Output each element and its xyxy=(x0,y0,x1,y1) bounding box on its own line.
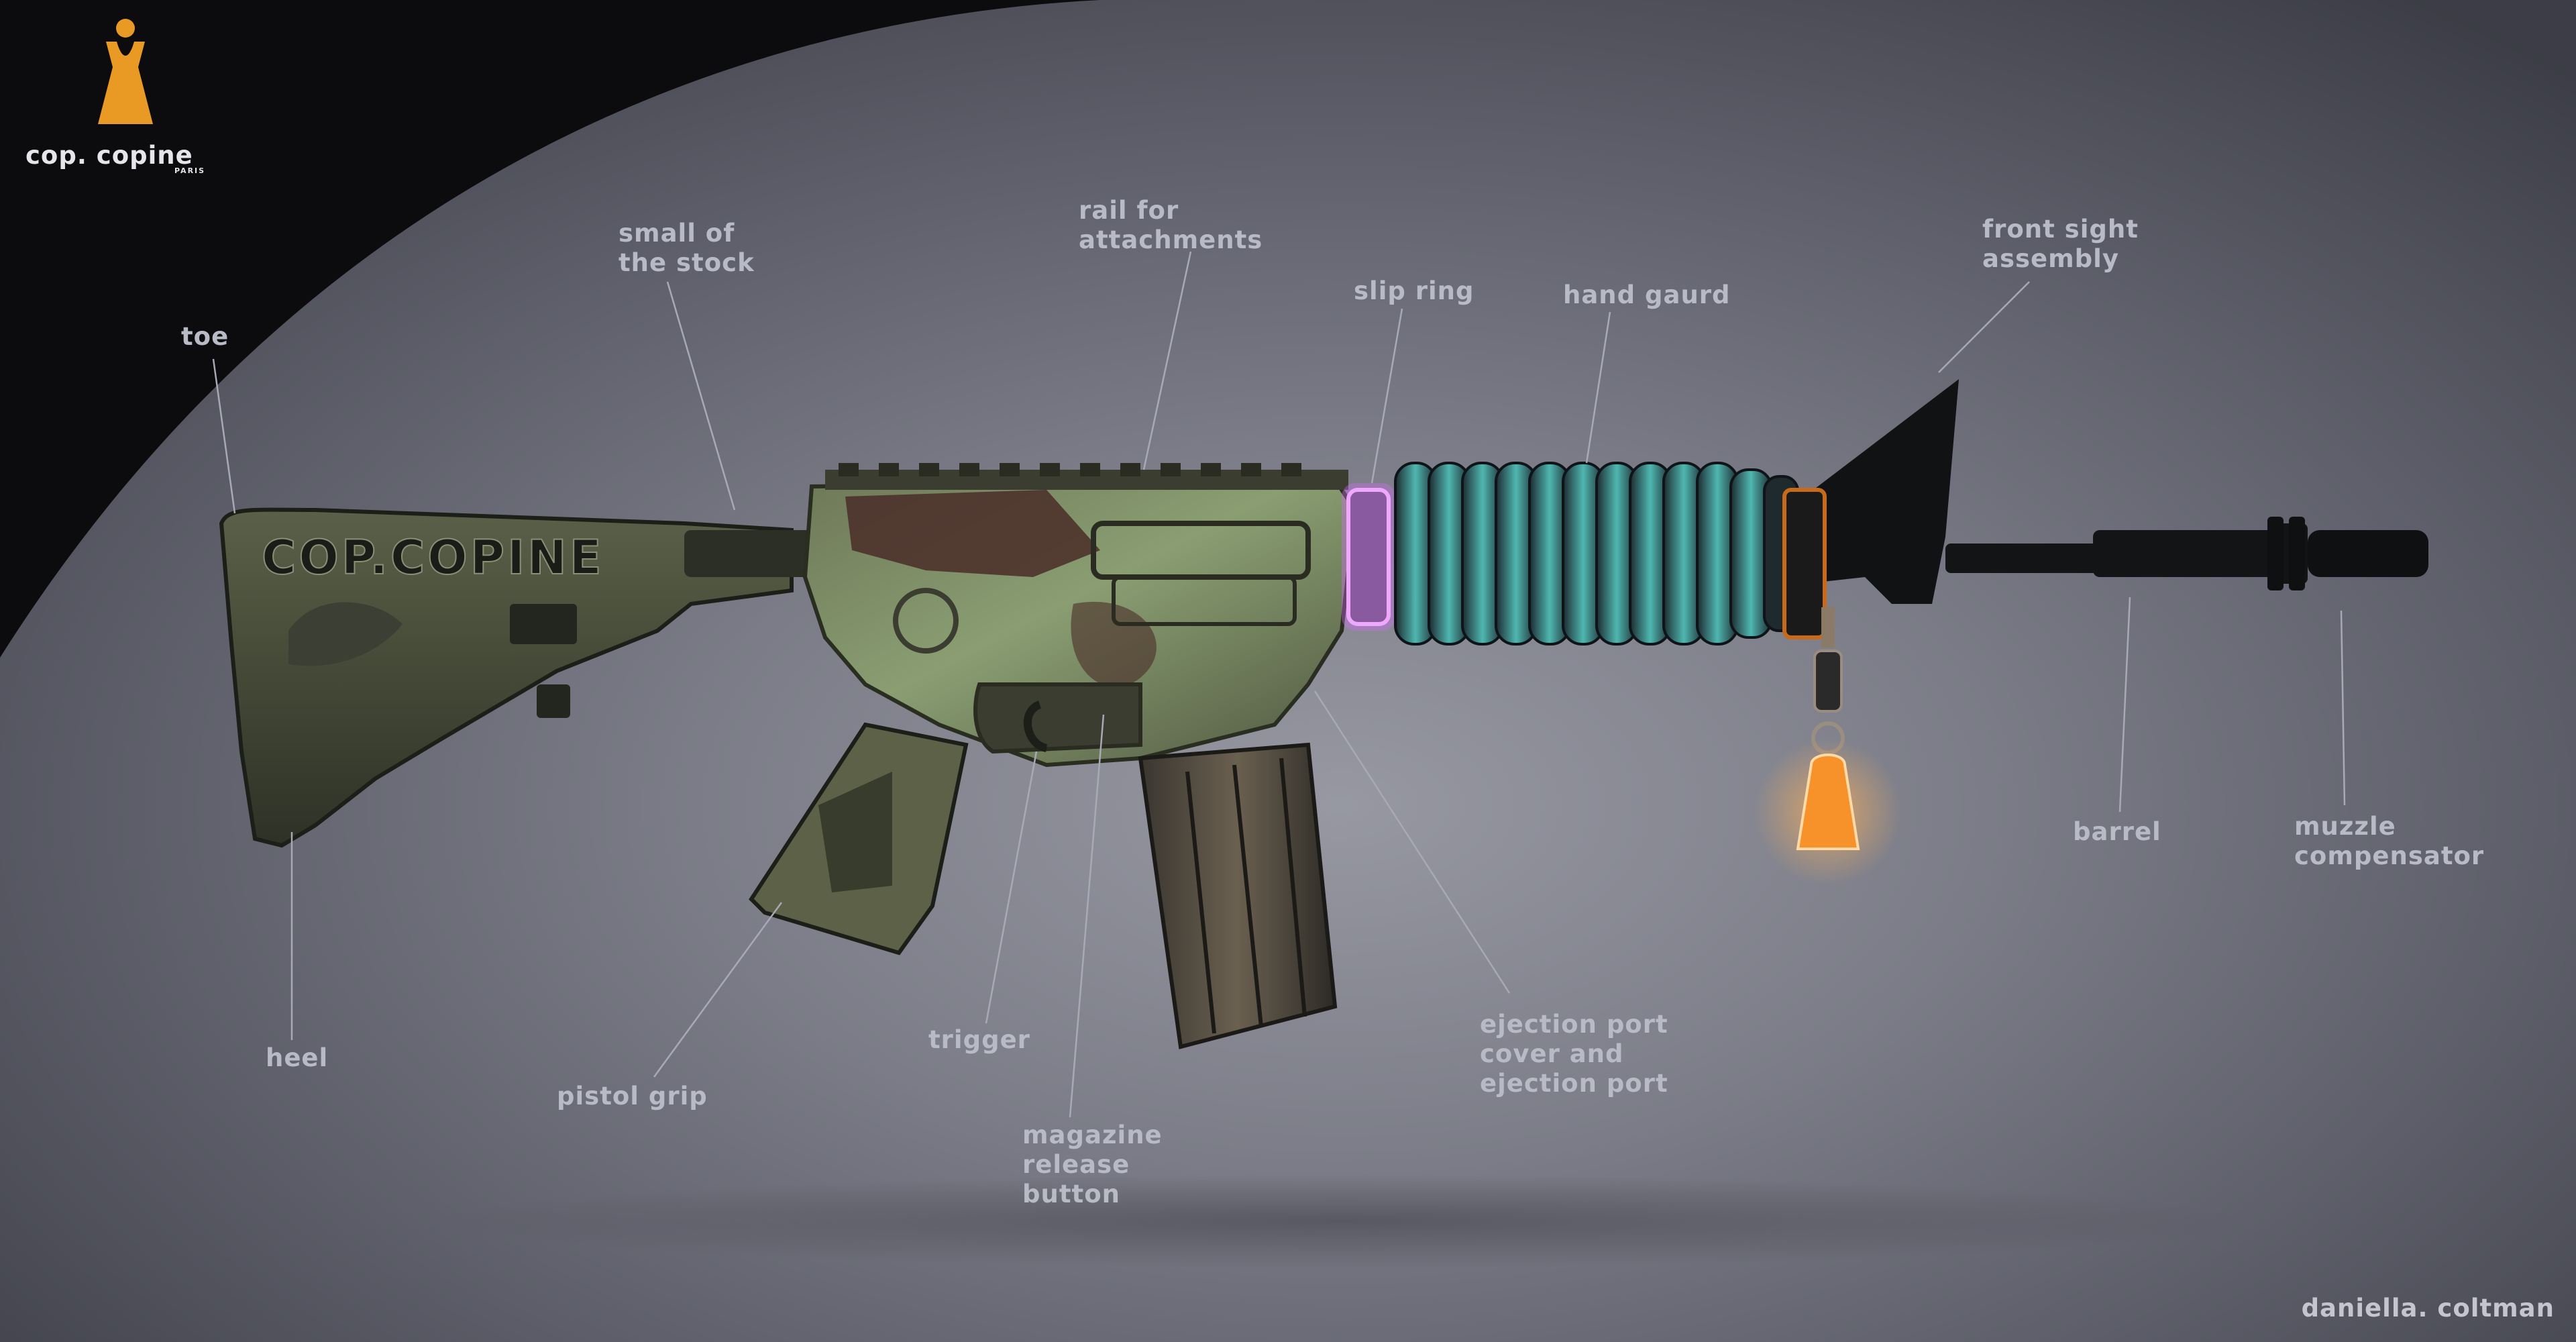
label-hand-guard: hand gaurd xyxy=(1563,280,1731,309)
receiver xyxy=(802,463,1358,768)
leader-toe xyxy=(212,358,236,514)
label-rail: rail for attachments xyxy=(1079,196,1263,254)
front-sight-assembly xyxy=(1782,379,1959,639)
hand-guard xyxy=(1394,462,1799,646)
leader-small-of-stock xyxy=(666,281,736,511)
leader-front-sight xyxy=(1938,281,2030,373)
label-slip-ring: slip ring xyxy=(1354,276,1474,305)
pistol-grip xyxy=(749,722,969,956)
leader-barrel xyxy=(2118,597,2131,813)
leader-magazine-release xyxy=(1069,714,1105,1118)
leader-lines xyxy=(212,251,2346,1118)
leader-slip-ring xyxy=(1371,308,1403,484)
leader-trigger xyxy=(985,751,1038,1024)
brand-name: cop. copine xyxy=(25,141,193,170)
leader-hand-guard xyxy=(1585,311,1611,464)
label-small-of-stock: small of the stock xyxy=(619,219,755,277)
leader-pistol-grip xyxy=(653,902,783,1078)
label-pistol-grip: pistol grip xyxy=(557,1082,708,1111)
muzzle-compensator xyxy=(2267,517,2428,590)
label-heel: heel xyxy=(266,1043,329,1072)
label-trigger: trigger xyxy=(928,1025,1030,1054)
leader-muzzle xyxy=(2340,610,2346,806)
charm-pendant xyxy=(1754,607,1902,886)
artist-credit: daniella. coltman xyxy=(2301,1294,2555,1323)
label-front-sight: front sight assembly xyxy=(1982,215,2139,273)
cop-copine-figure-icon xyxy=(98,19,153,124)
buttstock: COP.COPINE xyxy=(219,507,818,848)
label-ejection-port: ejection port cover and ejection port xyxy=(1480,1010,1668,1098)
stock-marking: COP.COPINE xyxy=(262,530,604,585)
label-barrel: barrel xyxy=(2073,817,2161,846)
brand-subtitle: PARIS xyxy=(174,166,206,175)
slip-ring xyxy=(1342,483,1395,631)
black-arc xyxy=(0,0,1100,658)
label-magazine-release: magazine release button xyxy=(1022,1121,1163,1208)
barrel xyxy=(1945,523,2308,584)
leader-ejection-port xyxy=(1313,690,1511,994)
leader-rail xyxy=(1142,251,1192,470)
magazine xyxy=(1138,742,1338,1049)
label-toe: toe xyxy=(181,322,229,351)
floor-shadow xyxy=(436,1174,2247,1268)
label-muzzle: muzzle compensator xyxy=(2294,812,2485,870)
